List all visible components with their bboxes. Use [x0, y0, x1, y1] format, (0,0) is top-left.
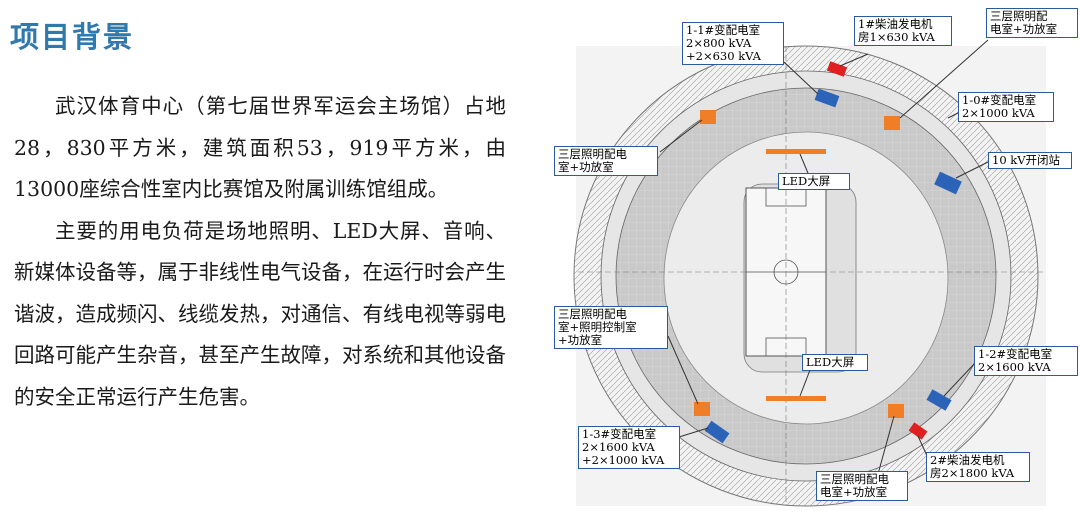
label-lighting-room-bottom: 三层照明配电 电室+功放室 — [816, 471, 908, 501]
label-led-screen-top: LED大屏 — [778, 173, 850, 190]
lighting-room-bottom — [888, 404, 904, 418]
label-substation-1-1: 1-1#变配电室 2×800 kVA +2×630 kVA — [682, 22, 784, 65]
label-substation-1-2: 1-2#变配电室 2×1600 kVA — [974, 346, 1078, 376]
substation-1-1 — [814, 88, 840, 108]
label-lighting-control-room: 三层照明配电 室+照明控制室 +功放室 — [554, 306, 668, 349]
label-substation-1-0: 1-0#变配电室 2×1000 kVA — [958, 92, 1054, 122]
label-generator-2: 2#柴油发电机 房2×1800 kVA — [926, 452, 1030, 482]
description-text: 武汉体育中心（第七届世界军运会主场馆）占地28，830平方米，建筑面积53，91… — [14, 86, 506, 418]
station-10kv — [934, 171, 962, 195]
led-screen-bottom — [766, 396, 826, 401]
label-station-10kv: 10 kV开闭站 — [988, 152, 1072, 169]
label-led-screen-bottom: LED大屏 — [802, 354, 868, 371]
label-lighting-room-top-right: 三层照明配 电室+功放室 — [986, 8, 1078, 38]
lighting-room-left — [700, 110, 716, 124]
substation-1-3 — [704, 420, 730, 444]
label-lighting-room-left: 三层照明配电 室+功放室 — [554, 146, 658, 176]
stadium-power-layout-diagram: 1-1#变配电室 2×800 kVA +2×630 kVA 1#柴油发电机 房1… — [548, 6, 1080, 511]
led-screen-top — [766, 149, 826, 154]
generator-1 — [826, 61, 848, 77]
stadium-plan-drawing — [573, 39, 1046, 507]
label-leader-lines — [649, 39, 989, 475]
generator-2 — [908, 422, 928, 440]
label-substation-1-3: 1-3#变配电室 2×1600 kVA +2×1000 kVA — [578, 426, 680, 469]
page-title: 项目背景 — [10, 20, 135, 54]
label-generator-1: 1#柴油发电机 房1×630 kVA — [854, 16, 952, 46]
substation-1-2 — [926, 389, 952, 411]
lighting-room-top-right — [884, 116, 900, 130]
paragraph-overview: 武汉体育中心（第七届世界军运会主场馆）占地28，830平方米，建筑面积53，91… — [14, 94, 506, 201]
lighting-room-control — [694, 402, 710, 416]
paragraph-loads: 主要的用电负荷是场地照明、LED大屏、音响、新媒体设备等，属于非线性电气设备，在… — [14, 218, 506, 409]
